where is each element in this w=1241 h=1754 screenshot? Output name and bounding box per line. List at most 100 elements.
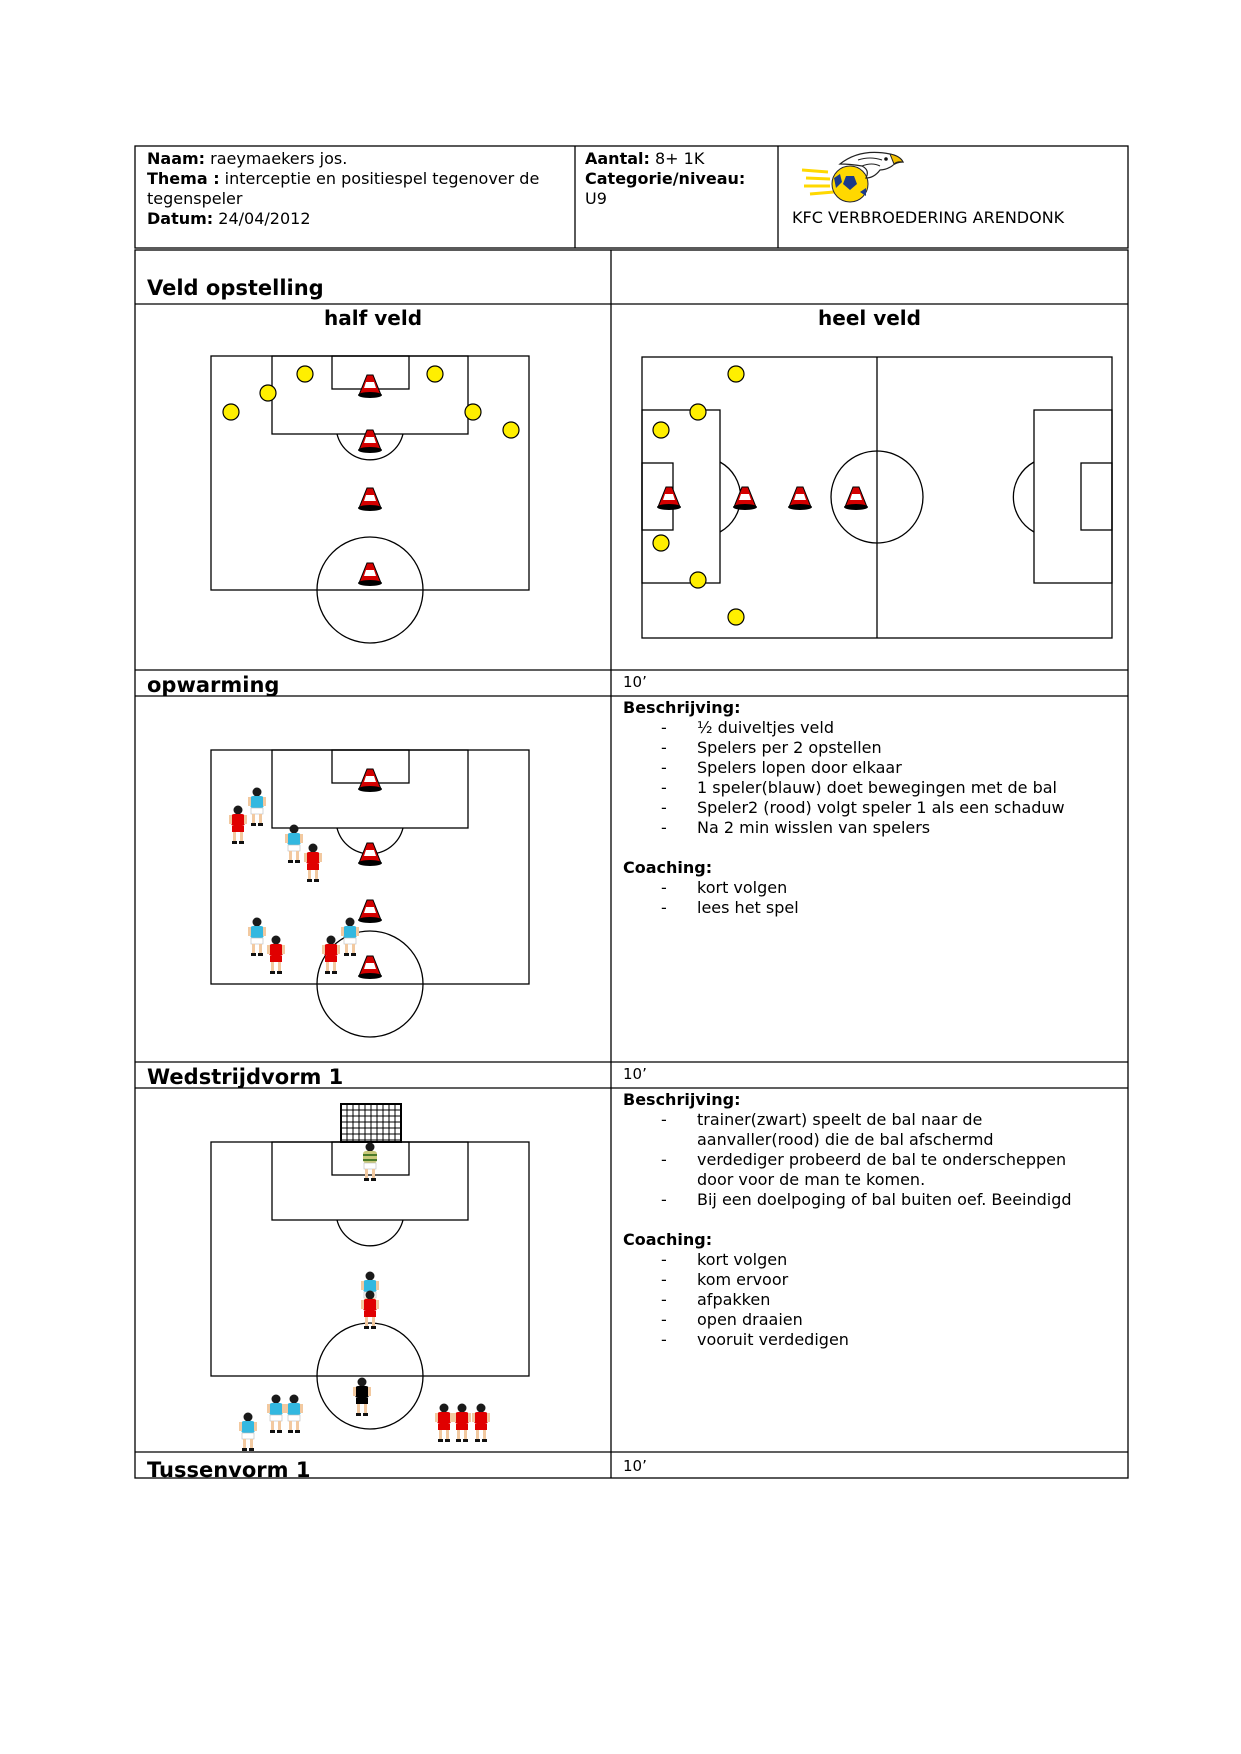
bullet-dash: - [661, 1190, 667, 1209]
player-blue [284, 1394, 304, 1434]
marker-dot [464, 403, 482, 421]
list-item: -verdediger probeerd de bal te ondersche… [623, 1150, 1118, 1170]
list-item-text: door voor de man te komen. [697, 1170, 926, 1189]
player-red [453, 1403, 471, 1442]
beschrijving-list: -½ duiveltjes veld-Spelers per 2 opstell… [623, 718, 1118, 838]
aantal-label: Aantal: [585, 149, 650, 168]
naam-value: raeymaekers jos. [205, 149, 348, 168]
coaching-label: Coaching: [623, 858, 713, 877]
club-name: KFC VERBROEDERING ARENDONK [792, 208, 1065, 227]
bullet-dash: - [661, 1270, 667, 1289]
bullet-dash: - [661, 758, 667, 777]
list-item-text: kort volgen [697, 878, 788, 897]
cone-marker [787, 486, 813, 511]
eagle-football-logo-icon [801, 151, 904, 203]
header-aantal: Aantal: 8+ 1K Categorie/niveau: U9 [585, 149, 770, 209]
player-red [322, 935, 340, 974]
player-blue [247, 787, 267, 827]
cone-marker [357, 899, 383, 924]
list-item-text: open draaien [697, 1310, 803, 1329]
list-item-text: kort volgen [697, 1250, 788, 1269]
list-item-text: 1 speler(blauw) doet bewegingen met de b… [697, 778, 1057, 797]
list-item: door voor de man te komen. [623, 1170, 1118, 1190]
list-item-text: aanvaller(rood) die de bal afschermd [697, 1130, 994, 1149]
tussen-duration: 10’ [623, 1457, 647, 1475]
goal-net [340, 1103, 402, 1143]
half-field-markers [222, 365, 520, 587]
bullet-dash: - [661, 1310, 667, 1329]
list-item: -lees het spel [623, 898, 1118, 918]
opwarming-title: opwarming [147, 673, 280, 697]
marker-dot [259, 384, 277, 402]
list-item: -Spelers per 2 opstellen [623, 738, 1118, 758]
bullet-dash: - [661, 1290, 667, 1309]
list-item: - vooruit verdedigen [623, 1330, 1118, 1350]
half-veld-label: half veld [323, 306, 423, 330]
opwarming-duration: 10’ [623, 673, 647, 691]
datum-label: Datum: [147, 209, 214, 228]
list-item: - open draaien [623, 1310, 1118, 1330]
player-red [267, 935, 285, 974]
list-item-text: Bij een doelpoging of bal buiten oef. Be… [697, 1190, 1072, 1209]
aantal-value: 8+ 1K [649, 149, 705, 168]
coaching-list: -kort volgen-kom ervoor-afpakken-open dr… [623, 1250, 1118, 1350]
match-field-diagram [210, 1141, 530, 1430]
marker-dot [502, 421, 520, 439]
wedstrijd-description: Beschrijving: -trainer(zwart) speelt de … [623, 1090, 1118, 1350]
cone-marker [357, 374, 383, 399]
list-item-text: afpakken [697, 1290, 771, 1309]
wedstrijd-title: Wedstrijdvorm 1 [147, 1065, 344, 1089]
cone-marker [843, 486, 869, 511]
player-blue [340, 917, 360, 957]
marker-dot [727, 365, 745, 383]
bullet-dash: - [661, 798, 667, 817]
warmup-markers [229, 768, 383, 980]
player-trainer [353, 1377, 371, 1416]
player-red [304, 843, 322, 882]
list-item: -kom ervoor [623, 1270, 1118, 1290]
naam-label: Naam: [147, 149, 206, 168]
player-red [435, 1403, 453, 1442]
thema-value: interceptie en positiespel tegenover de [219, 169, 540, 188]
veld-title: Veld opstelling [147, 276, 324, 300]
list-item-text: Na 2 min wisslen van spelers [697, 818, 931, 837]
beschrijving-label: Beschrijving: [623, 1090, 741, 1109]
list-item-text: lees het spel [697, 898, 799, 917]
datum-value: 24/04/2012 [213, 209, 311, 228]
list-item: - afpakken [623, 1290, 1118, 1310]
cone-marker [357, 842, 383, 867]
coaching-list: -kort volgen-lees het spel [623, 878, 1118, 918]
cone-marker [732, 486, 758, 511]
list-item: -1 speler(blauw) doet bewegingen met de … [623, 778, 1118, 798]
marker-dot [652, 534, 670, 552]
bullet-dash: - [661, 718, 667, 737]
categorie-value: U9 [585, 189, 607, 208]
beschrijving-label: Beschrijving: [623, 698, 741, 717]
list-item-text: vooruit verdedigen [697, 1330, 849, 1349]
player-blue [284, 824, 304, 864]
match-players [238, 1142, 490, 1452]
bullet-dash: - [661, 1250, 667, 1269]
player-blue [247, 917, 267, 957]
marker-dot [689, 571, 707, 589]
player-blue [238, 1412, 258, 1452]
list-item-text: verdediger probeerd de bal te onderschep… [697, 1150, 1067, 1169]
player-red [472, 1403, 490, 1442]
cone-marker [357, 768, 383, 793]
marker-dot [652, 421, 670, 439]
cone-marker [656, 486, 682, 511]
bullet-dash: - [661, 1330, 667, 1349]
bullet-dash: - [661, 1110, 667, 1129]
marker-dot [689, 403, 707, 421]
cone-marker [357, 955, 383, 980]
heel-veld-label: heel veld [818, 306, 921, 330]
thema-label: Thema : [147, 169, 220, 188]
bullet-dash: - [661, 738, 667, 757]
list-item: -Speler2 (rood) volgt speler 1 als een s… [623, 798, 1118, 818]
player-blue [266, 1394, 286, 1434]
list-item: aanvaller(rood) die de bal afschermd [623, 1130, 1118, 1150]
